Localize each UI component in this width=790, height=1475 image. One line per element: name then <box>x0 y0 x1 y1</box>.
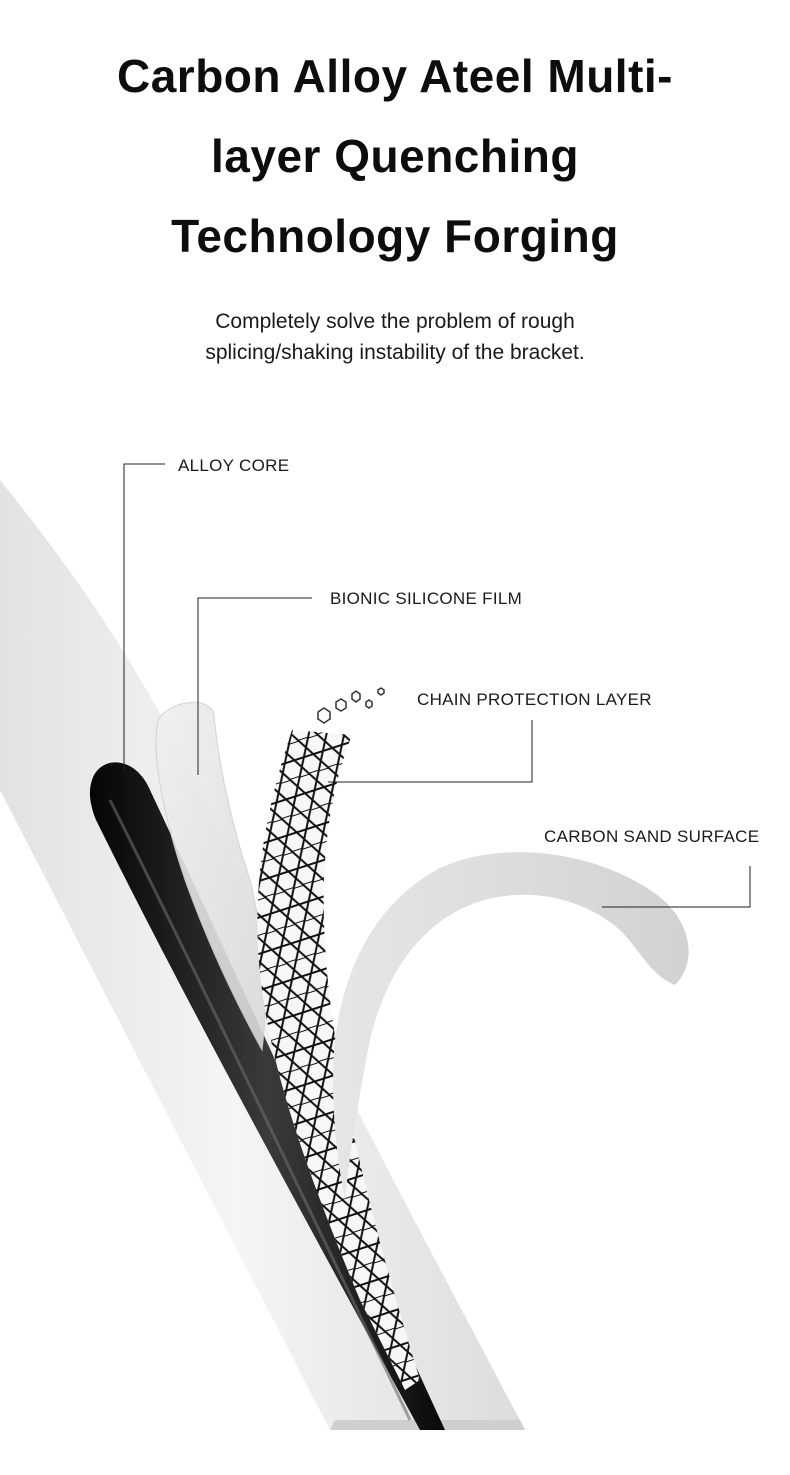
leader-lines <box>123 463 751 908</box>
subtitle-line-2: splicing/shaking instability of the brac… <box>205 341 585 364</box>
headline-line-3: Technology Forging <box>171 210 619 262</box>
subtitle: Completely solve the problem of rough sp… <box>60 306 730 368</box>
callout-bionic-silicone-film: BIONIC SILICONE FILM <box>330 589 523 608</box>
callout-alloy-core: ALLOY CORE <box>178 456 290 475</box>
headline-line-1: Carbon Alloy Ateel Multi- <box>117 50 673 102</box>
callout-carbon-sand-surface: CARBON SAND SURFACE <box>544 827 760 846</box>
callout-chain-protection-layer: CHAIN PROTECTION LAYER <box>417 690 652 709</box>
headline-line-2: layer Quenching <box>211 130 579 182</box>
carbon-ribbon-shape <box>333 852 689 1200</box>
subtitle-line-1: Completely solve the problem of rough <box>215 310 575 333</box>
headline: Carbon Alloy Ateel Multi- layer Quenchin… <box>40 36 750 276</box>
